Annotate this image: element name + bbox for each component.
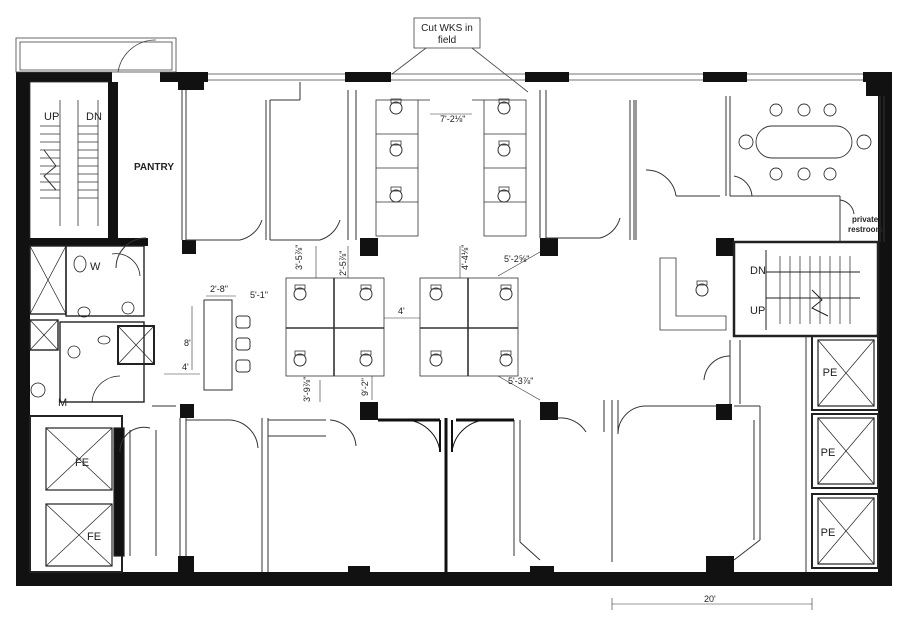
columns [178, 72, 892, 586]
pe-label-3: PE [821, 527, 836, 539]
pe-label-1: PE [823, 367, 838, 379]
stair-up-label: UP [44, 111, 59, 123]
dim-20: 20' [704, 594, 716, 604]
dim-3-9: 3'-9⅞" [302, 377, 312, 402]
dim-3-5: 3'-5⅞" [294, 245, 304, 270]
passenger-elevators [811, 335, 879, 569]
stair-right [732, 240, 880, 338]
freight-elevators [29, 415, 125, 573]
dimension-lines [164, 113, 813, 610]
dim-9-2: 9'-2" [360, 378, 370, 396]
restrooms-left [29, 245, 155, 403]
callout-line-2: field [438, 35, 456, 46]
pantry-counter [203, 299, 251, 391]
dim-5-2: 5'-2⅝" [504, 254, 529, 264]
callout-line-1: Cut WKS in [421, 23, 473, 34]
stair-right-up-label: UP [750, 305, 765, 317]
dim-4-pantry: 4' [182, 362, 189, 372]
mens-restroom-label: M [58, 397, 67, 409]
dim-2-8: 2'-8" [210, 284, 228, 294]
dim-5-3: 5'-3⅞" [508, 376, 533, 386]
pe-label-2: PE [821, 447, 836, 459]
stair-right-down-label: DN [750, 265, 766, 277]
dim-8: 8' [184, 338, 191, 348]
callout-box: Cut WKS in field [391, 17, 529, 93]
womens-restroom-label: W [90, 261, 101, 273]
exterior-walls [16, 72, 892, 586]
dim-5-1: 5'-1" [250, 290, 268, 300]
fe-label-bottom: FE [87, 531, 101, 543]
dim-4-center: 4' [398, 306, 405, 316]
reception-desk [659, 257, 727, 331]
pantry-label: PANTRY [134, 162, 174, 173]
stair-left [29, 81, 111, 241]
fe-label-top: FE [75, 457, 89, 469]
windows-top [208, 73, 863, 81]
office-walls [115, 82, 885, 269]
workstations-top [375, 98, 527, 237]
office-walls-bottom [119, 336, 807, 572]
conference-table [738, 103, 872, 181]
stair-down-label: DN [86, 111, 102, 123]
roof-projection [15, 37, 177, 73]
private-restroom-label-2: restroom [848, 225, 883, 234]
dim-7-2: 7'-2⅛" [440, 114, 465, 124]
workstations-middle [285, 277, 519, 377]
central-corridor [378, 418, 514, 572]
private-restroom-label-1: private [852, 215, 879, 224]
dim-2-5: 2'-5⅞" [338, 251, 348, 276]
dim-4-4: 4'-4⅛" [460, 245, 470, 270]
